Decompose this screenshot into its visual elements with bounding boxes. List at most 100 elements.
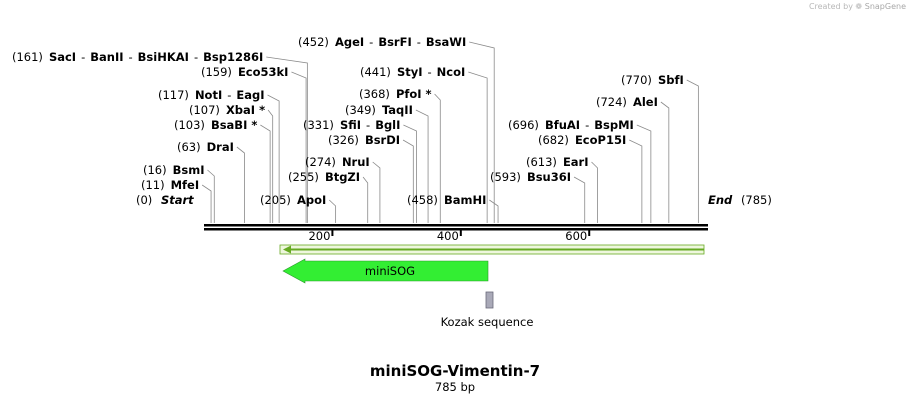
site-leader-line (469, 41, 495, 223)
kozak-label: Kozak sequence (441, 315, 534, 329)
map-title: miniSOG-Vimentin-7 (369, 362, 541, 380)
feature-kozak[interactable]: Kozak sequence (441, 291, 534, 329)
enzyme-name: PfoI * (396, 87, 432, 101)
backbone-bottom-strand (204, 228, 708, 231)
enzyme-name: Eco53kI (238, 65, 289, 79)
site-label-taqii[interactable]: (349)TaqII (345, 103, 413, 117)
site-position: (682) (538, 133, 569, 147)
orf-arrow (279, 244, 705, 255)
site-leader-line (434, 93, 441, 223)
site-label-ecop15i[interactable]: (682) EcoP15I (538, 133, 626, 147)
site-label-bamhi[interactable]: (458) BamHI (407, 193, 486, 207)
site-position: (724) (596, 95, 627, 109)
site-label-apoi[interactable]: (205)ApoI (260, 193, 326, 207)
enzyme-name: Bsu36I (527, 170, 571, 184)
site-position: (696) (508, 118, 539, 132)
site-label-styi[interactable]: (441)StyI-NcoI (360, 65, 465, 79)
site-label-eari[interactable]: (613) EarI (526, 155, 589, 169)
site-leader-line (660, 101, 670, 223)
enzyme-name: EagI (236, 88, 264, 102)
enzyme-name: AgeI (335, 35, 364, 49)
snapgene-credit: Created by ❁ SnapGene (809, 2, 906, 11)
orf-arrowhead (283, 245, 291, 254)
site-leader-line (468, 71, 488, 223)
enzyme-name: MfeI (171, 178, 200, 192)
enzyme-name: SacI (49, 50, 76, 64)
site-label-bsrdi[interactable]: (326) BsrDI (328, 133, 400, 147)
site-leader-line (266, 56, 308, 223)
site-separator: - (369, 35, 373, 49)
site-separator: - (585, 118, 589, 132)
site-position: (458) (407, 193, 438, 207)
enzyme-name: DraI (207, 140, 234, 154)
enzyme-name: SfiI (340, 118, 361, 132)
tick-label: 400 (437, 229, 459, 243)
enzyme-name: EcoP15I (575, 133, 626, 147)
site-separator: - (428, 65, 432, 79)
enzyme-name: BsaWI (426, 35, 466, 49)
kozak-box[interactable] (485, 291, 494, 309)
site-label-noti[interactable]: (117)NotI-EagI (158, 88, 265, 102)
end-label: End (708, 193, 733, 207)
site-position: (107) (189, 103, 220, 117)
site-labels: (161)SacI-BanII-BsiHKAI-Bsp1286I(452)Age… (12, 35, 684, 207)
site-leader-line (207, 169, 215, 223)
site-label-bsabi[interactable]: (103)BsaBI * (174, 118, 257, 132)
site-position: (16) (143, 163, 167, 177)
site-leader-line (402, 139, 414, 223)
credit-brand: SnapGene (864, 2, 906, 11)
enzyme-name: BsrDI (365, 133, 400, 147)
site-leader-line (372, 161, 381, 223)
site-position: (770) (621, 73, 652, 87)
feature-minisog[interactable]: miniSOG (282, 258, 489, 284)
site-position: (255) (288, 170, 319, 184)
enzyme-name: BtgZI (325, 170, 360, 184)
site-label-eco53ki[interactable]: (159)Eco53kI (201, 65, 288, 79)
site-leader-line (636, 124, 652, 223)
site-separator: - (417, 35, 421, 49)
site-position: (331) (303, 118, 334, 132)
start-marker: (0) Start (136, 193, 194, 207)
site-position: (63) (177, 140, 201, 154)
site-leader-line (260, 124, 271, 223)
site-label-mfei[interactable]: (11)MfeI (141, 178, 199, 192)
site-separator: - (81, 50, 85, 64)
site-position: (326) (328, 133, 359, 147)
site-label-bfuai[interactable]: (696)BfuAI-BspMI (508, 118, 634, 132)
site-label-nrui[interactable]: (274)NruI (305, 155, 370, 169)
enzyme-name: XbaI * (226, 103, 265, 117)
enzyme-name: BamHI (444, 193, 486, 207)
enzyme-name: BsrFI (378, 35, 411, 49)
site-label-pfoi[interactable]: (368) PfoI * (359, 87, 432, 101)
site-label-xbai[interactable]: (107) XbaI * (189, 103, 265, 117)
site-label-sacI[interactable]: (161)SacI-BanII-BsiHKAI-Bsp1286I (12, 50, 263, 64)
site-position: (368) (359, 87, 390, 101)
end-marker: End (785) (708, 193, 772, 207)
site-leader-line (629, 139, 643, 223)
backbone (204, 224, 708, 231)
site-position: (613) (526, 155, 557, 169)
site-label-sbfi[interactable]: (770)SbfI (621, 73, 684, 87)
site-position: (593) (490, 170, 521, 184)
site-label-alei[interactable]: (724)AleI (596, 95, 658, 109)
site-position: (274) (305, 155, 336, 169)
site-label-bsmi[interactable]: (16) BsmI (143, 163, 204, 177)
enzyme-name: BspMI (594, 118, 634, 132)
minisog-arrow[interactable] (282, 258, 489, 284)
site-label-btgzi[interactable]: (255) BtgZI (288, 170, 360, 184)
site-position: (349) (345, 103, 376, 117)
site-label-drai[interactable]: (63) DraI (177, 140, 234, 154)
site-leader-line (236, 146, 245, 223)
enzyme-name: BsmI (173, 163, 205, 177)
site-label-sfii[interactable]: (331)SfiI-BglI (303, 118, 400, 132)
site-position: (117) (158, 88, 189, 102)
site-label-bsu36i[interactable]: (593) Bsu36I (490, 170, 571, 184)
site-separator: - (366, 118, 370, 132)
enzyme-name: EarI (563, 155, 589, 169)
site-leader-line (489, 199, 499, 223)
site-position: (161) (12, 50, 43, 64)
credit-prefix: Created by (808, 2, 853, 11)
site-label-ageI[interactable]: (452)AgeI-BsrFI-BsaWI (298, 35, 466, 49)
